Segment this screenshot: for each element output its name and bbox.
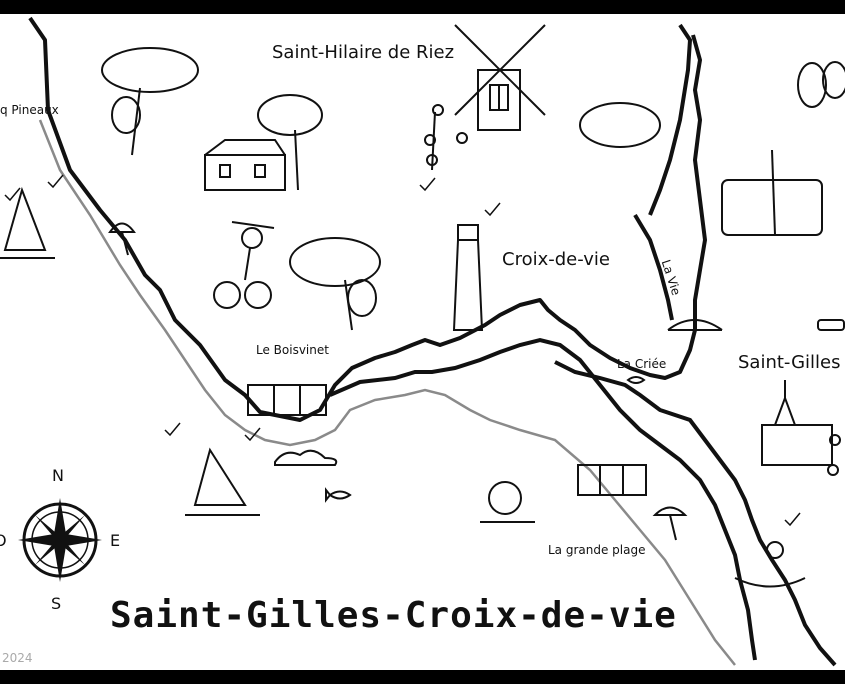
label-la-grande-plage: La grande plage bbox=[548, 543, 646, 557]
bridge-icon bbox=[667, 319, 723, 331]
label-saint-hilaire: Saint-Hilaire de Riez bbox=[272, 42, 455, 63]
compass-north: N bbox=[52, 466, 64, 485]
coastline-black-south bbox=[329, 337, 757, 661]
compass-east: E bbox=[110, 531, 121, 550]
windmill-icon bbox=[454, 24, 546, 131]
frame-top bbox=[0, 0, 845, 14]
river-la-vie bbox=[633, 23, 693, 321]
frame-bottom bbox=[0, 670, 845, 684]
year-mark: 2024 bbox=[2, 651, 33, 665]
coastline-black-east bbox=[554, 360, 837, 667]
label-saint-gilles: Saint-Gilles bbox=[738, 352, 841, 373]
compass-rose-icon bbox=[18, 498, 102, 582]
label-cinq-pineaux: q Pineaux bbox=[0, 103, 59, 117]
girl-reading-icon bbox=[480, 481, 535, 523]
checkmark-icon bbox=[4, 174, 801, 527]
coastline-gray bbox=[38, 119, 736, 666]
parasol-icon bbox=[108, 222, 688, 541]
map-title: Saint-Gilles-Croix-de-vie bbox=[110, 595, 677, 636]
compass-south: S bbox=[51, 594, 62, 613]
label-la-criee: La Criée bbox=[617, 357, 667, 371]
sardine-tin-icon bbox=[721, 149, 823, 236]
cyclist-icon bbox=[213, 221, 275, 309]
sailboat-icon bbox=[0, 186, 260, 516]
church-icon bbox=[761, 380, 833, 466]
house-icon bbox=[204, 139, 286, 191]
car-icon bbox=[817, 319, 845, 331]
label-le-boisvinet: Le Boisvinet bbox=[256, 343, 329, 357]
lighthouse-icon bbox=[452, 224, 484, 331]
beach-huts-icon bbox=[247, 384, 647, 496]
flower-icon bbox=[424, 104, 841, 476]
kayak-icon bbox=[734, 541, 806, 588]
fish-icon bbox=[325, 376, 646, 503]
cloud-icon bbox=[274, 449, 338, 466]
compass-west: O bbox=[0, 531, 7, 550]
coastline-black bbox=[28, 16, 707, 422]
tree-icon bbox=[101, 47, 845, 331]
label-croix-de-vie: Croix-de-vie bbox=[502, 249, 610, 270]
brioche-icon bbox=[579, 102, 661, 148]
